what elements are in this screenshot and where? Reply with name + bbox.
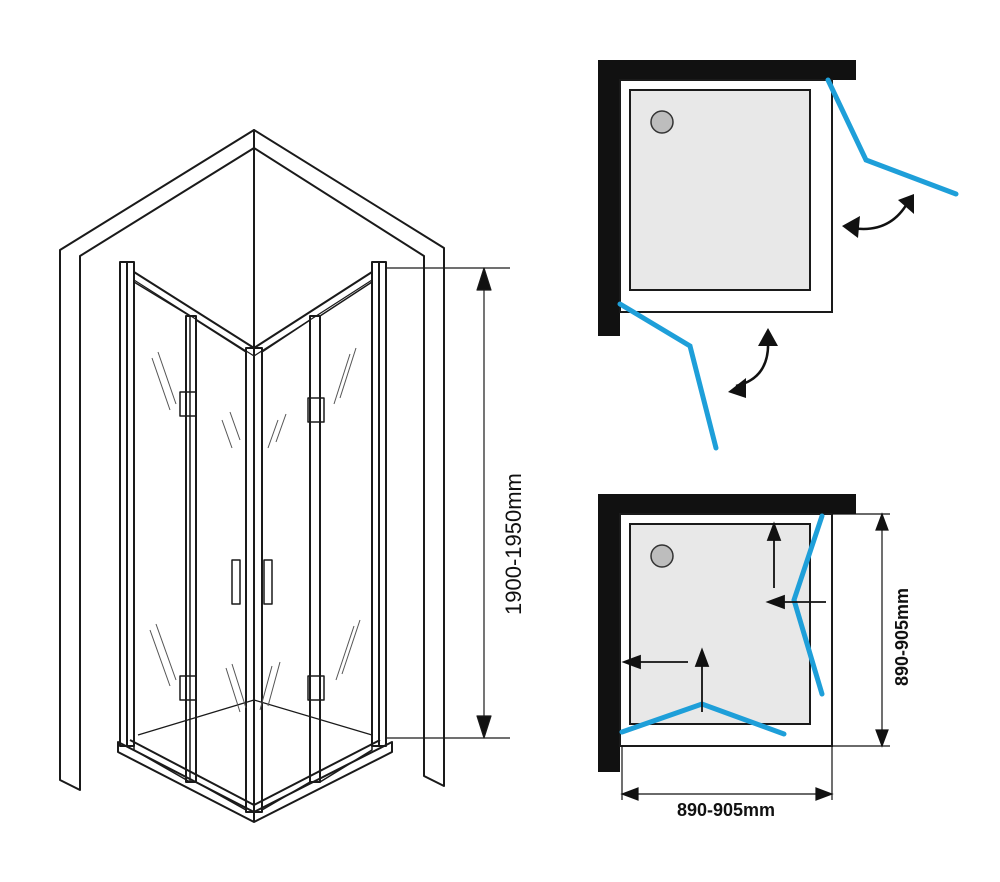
- drain-icon: [650, 110, 674, 134]
- left-wall-profile: [119, 261, 135, 747]
- height-label: 1900-1950mm: [501, 473, 526, 615]
- folding-door-right: [825, 77, 959, 197]
- depth-label: 890-905mm: [892, 588, 912, 686]
- hinge-left-upper: [179, 391, 197, 417]
- right-outer-door-panel: [309, 281, 373, 783]
- handle-left: [231, 559, 241, 605]
- plan-swing-view: [598, 60, 959, 451]
- isometric-view: [59, 129, 510, 823]
- folding-door-front: [617, 301, 719, 451]
- width-dimension: [620, 746, 834, 801]
- hinge-left-lower: [179, 675, 197, 701]
- glass-reflections: [149, 347, 361, 713]
- plan-dimension-view: [598, 494, 890, 801]
- hinge-right-lower: [307, 675, 325, 701]
- width-label: 890-905mm: [677, 800, 775, 820]
- right-inner-door-panel: [253, 319, 311, 813]
- left-outer-door-panel: [133, 281, 197, 783]
- curved-double-arrow-icon: [842, 194, 914, 238]
- folding-door-right: [791, 513, 825, 697]
- left-inner-door-panel: [195, 319, 255, 813]
- straight-arrow-icon: [621, 521, 826, 712]
- depth-dimension: [832, 512, 890, 748]
- curved-double-arrow-icon: [728, 328, 778, 398]
- hinge-right-upper: [307, 397, 325, 423]
- door-handles: [231, 559, 273, 605]
- corner-walls: [59, 129, 445, 791]
- handle-right: [263, 559, 273, 605]
- height-dimension: [386, 267, 510, 739]
- drain-icon: [650, 544, 674, 568]
- hinges: [179, 391, 325, 701]
- right-wall-profile: [371, 261, 387, 747]
